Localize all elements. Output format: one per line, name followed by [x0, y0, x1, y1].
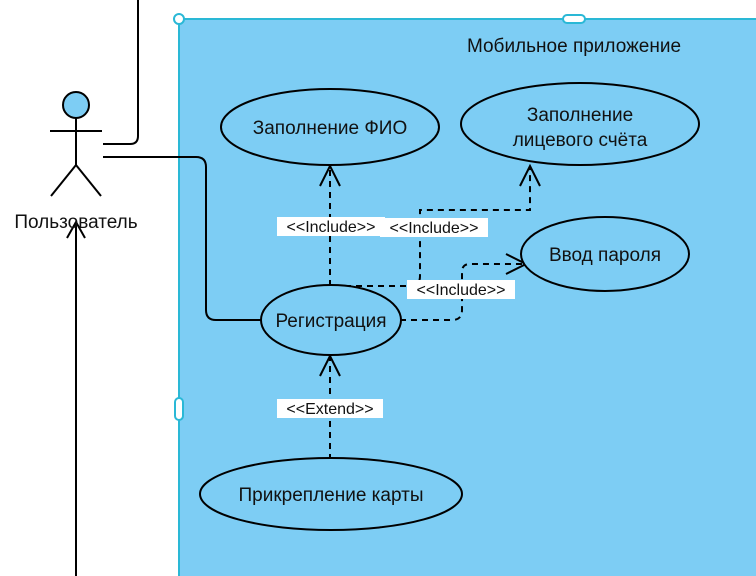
association-top	[103, 0, 139, 145]
use-case-card-label: Прикрепление карты	[239, 485, 424, 506]
include-password-line	[400, 263, 525, 321]
relation-label-include-password: <<Include>>	[407, 280, 515, 299]
resize-handle-corner[interactable]	[173, 13, 185, 25]
relation-label-extend-card: <<Extend>>	[277, 399, 383, 418]
use-case-fio[interactable]: Заполнение ФИО	[220, 88, 440, 166]
use-case-password-label: Ввод пароля	[549, 245, 661, 266]
association-bottom-arrow	[66, 219, 86, 239]
use-case-card[interactable]: Прикрепление карты	[199, 457, 463, 531]
system-title: Мобильное приложение	[467, 36, 681, 57]
actor-head	[62, 91, 90, 119]
association-lines	[66, 0, 262, 576]
arrow-account	[519, 163, 541, 187]
use-case-account-label-line1: Заполнение	[527, 105, 633, 126]
use-case-registration-label: Регистрация	[275, 311, 386, 332]
use-case-fio-label: Заполнение ФИО	[253, 118, 407, 139]
use-case-account[interactable]: Заполнение лицевого счёта	[460, 82, 700, 166]
resize-handle-left[interactable]	[174, 397, 184, 421]
use-case-registration[interactable]: Регистрация	[260, 284, 402, 356]
svg-text:<<Extend>>: <<Extend>>	[286, 401, 373, 418]
association-registration	[103, 156, 262, 321]
actor-label: Пользователь	[14, 212, 137, 233]
actor-user[interactable]	[50, 91, 102, 197]
relation-label-include-account: <<Include>>	[380, 218, 488, 237]
resize-handle-top[interactable]	[562, 14, 586, 24]
use-case-account-label-line2: лицевого счёта	[513, 130, 648, 151]
svg-text:<<Include>>: <<Include>>	[417, 282, 506, 299]
svg-text:<<Include>>: <<Include>>	[390, 220, 479, 237]
arrow-extend	[319, 353, 341, 377]
use-case-password[interactable]: Ввод пароля	[520, 216, 690, 292]
relation-label-include-fio: <<Include>>	[277, 217, 385, 236]
svg-text:<<Include>>: <<Include>>	[287, 219, 376, 236]
